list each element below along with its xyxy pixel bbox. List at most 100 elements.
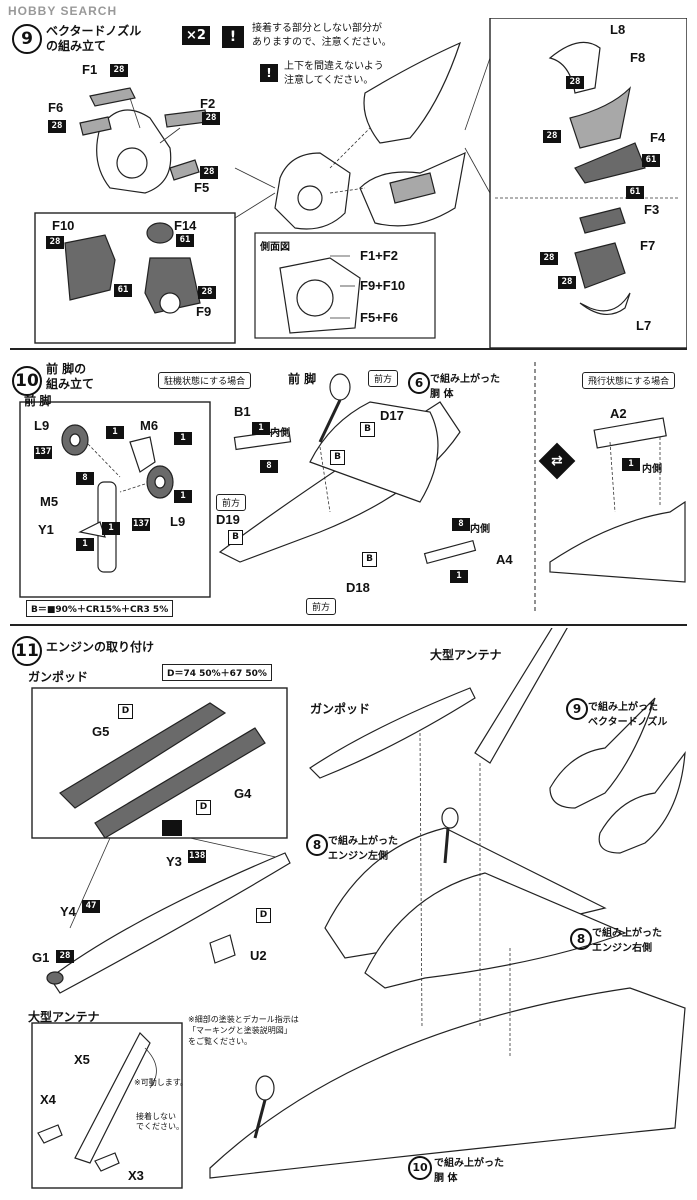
gunpod-center-label: ガンポッド [310, 702, 371, 716]
part-code: 61 [114, 284, 132, 297]
engine-right-ref-badge: 8 [570, 928, 592, 950]
watermark: HOBBY SEARCH [8, 4, 118, 18]
part-code: 1 [106, 426, 124, 439]
part-label: D18 [346, 580, 370, 595]
part-code: 1 [102, 522, 120, 535]
movable-note: ※可動します。 [134, 1078, 188, 1087]
part-label: L7 [636, 318, 652, 333]
step-11-number: 11 [12, 636, 42, 666]
part-label: F6 [48, 100, 64, 115]
part-code: 28 [543, 130, 561, 143]
part-label: X5 [74, 1052, 90, 1067]
part-code: 1 [622, 458, 640, 471]
part-label: F3 [644, 202, 660, 217]
body-ref-badge: 10 [408, 1156, 432, 1180]
part-label: D19 [216, 512, 240, 527]
part-label: F8 [630, 50, 646, 65]
step-9-illustration [34, 18, 687, 348]
forward-indicator: 前方 [306, 598, 337, 615]
body-ref-badge: 6 [408, 372, 430, 394]
part-label: X4 [40, 1092, 56, 1107]
body-label: で組み上がった 胴 体 [430, 374, 500, 400]
part-code: 61 [642, 154, 660, 167]
part-label: M6 [140, 418, 159, 433]
paint-code-d: D [118, 704, 133, 719]
nozzle-ref-badge: 9 [566, 698, 588, 720]
part-label: D17 [380, 408, 404, 423]
engine-left-ref-badge: 8 [306, 834, 328, 856]
gunpod-label: ガンポッド [28, 670, 89, 684]
orientation-note: 上下を間違えないよう 注意してください。 [284, 61, 384, 86]
logo-mark [162, 820, 182, 836]
part-code: 28 [566, 76, 584, 89]
front-gear-label: 前 脚 [288, 372, 317, 386]
paint-code-d: D [196, 800, 211, 815]
part-label: F2 [200, 96, 216, 111]
big-antenna-label: 大型アンテナ [430, 648, 502, 662]
part-label: Y3 [166, 854, 182, 869]
part-label: Y1 [38, 522, 54, 537]
warning-icon: ! [222, 26, 244, 48]
part-code: 28 [200, 166, 218, 179]
part-label: B1 [234, 404, 251, 419]
paint-code-b: B [360, 422, 375, 437]
forward-indicator: 前方 [216, 494, 247, 511]
part-label: F1 [82, 62, 98, 77]
part-code: 28 [110, 64, 128, 77]
part-label: L8 [610, 22, 626, 37]
step-11-section: 11 エンジンの取り付け ガンポッド D＝74 50%＋67 50% G5 D … [10, 628, 687, 1194]
part-code: 28 [540, 252, 558, 265]
engine-left-label: で組み上がった エンジン左側 [328, 836, 398, 862]
part-code: 138 [188, 850, 207, 863]
step-10-illustration [19, 362, 686, 614]
flight-option-label: 飛行状態にする場合 [582, 372, 676, 389]
step-9-number: 9 [12, 24, 42, 54]
forward-indicator: 前方 [368, 370, 399, 387]
inner-side-label: 内側 [642, 464, 662, 475]
step-10-title: 前 脚の 組み立て [46, 362, 95, 391]
part-code: 61 [176, 234, 194, 247]
part-label: G1 [32, 950, 50, 965]
engine-right-label: で組み上がった エンジン右側 [592, 928, 662, 954]
nozzle-label: で組み上がった ベクタードノズル [588, 702, 668, 728]
paint-code-b: B [362, 552, 377, 567]
part-code: 1 [174, 432, 192, 445]
part-code: 28 [202, 112, 220, 125]
part-code: 28 [46, 236, 64, 249]
body-label: で組み上がった 胴 体 [434, 1158, 504, 1184]
part-code: 137 [34, 446, 53, 459]
part-label: U2 [250, 948, 267, 963]
part-label: F5 [194, 180, 210, 195]
paint-formula-text: ＝74 50%＋67 50% [174, 669, 267, 679]
part-label: L9 [34, 418, 50, 433]
nose-gear-subtitle: 前 脚 [24, 394, 52, 408]
parked-option-label: 駐機状態にする場合 [158, 372, 252, 389]
part-label: F14 [174, 218, 197, 233]
warning-icon: ! [260, 64, 278, 82]
multiplier-badge: ×2 [182, 26, 210, 45]
part-label: F10 [52, 218, 75, 233]
part-code: 1 [174, 490, 192, 503]
paint-code-b: B [330, 450, 345, 465]
part-code: 28 [198, 286, 216, 299]
part-label: A2 [610, 406, 627, 421]
side-view-title: 側面図 [260, 242, 290, 253]
paint-code-d: D [256, 908, 271, 923]
paint-code-b: B [31, 605, 38, 615]
part-code: 28 [558, 276, 576, 289]
step-11-title: エンジンの取り付け [46, 640, 155, 654]
antenna-label: 大型アンテナ [28, 1010, 100, 1024]
part-label: L9 [170, 514, 186, 529]
decal-note: ※細部の塗装とデカール指示は 「マーキングと塗装説明図」 をご覧ください。 [188, 1015, 299, 1046]
inner-side-label: 内側 [470, 524, 490, 535]
part-code: 28 [56, 950, 74, 963]
part-label: F7 [640, 238, 656, 253]
part-label: F9 [196, 304, 212, 319]
part-label: A4 [496, 552, 513, 567]
part-code: 8 [76, 472, 94, 485]
no-glue-note: 接着しない でください。 [136, 1112, 184, 1131]
paint-code-d: D [167, 669, 175, 679]
part-label: G5 [92, 724, 110, 739]
part-code: 137 [132, 518, 151, 531]
step-9-section: 9 ベクタードノズル の組み立て ×2 ! 接着する部分としない部分が あります… [10, 18, 687, 350]
